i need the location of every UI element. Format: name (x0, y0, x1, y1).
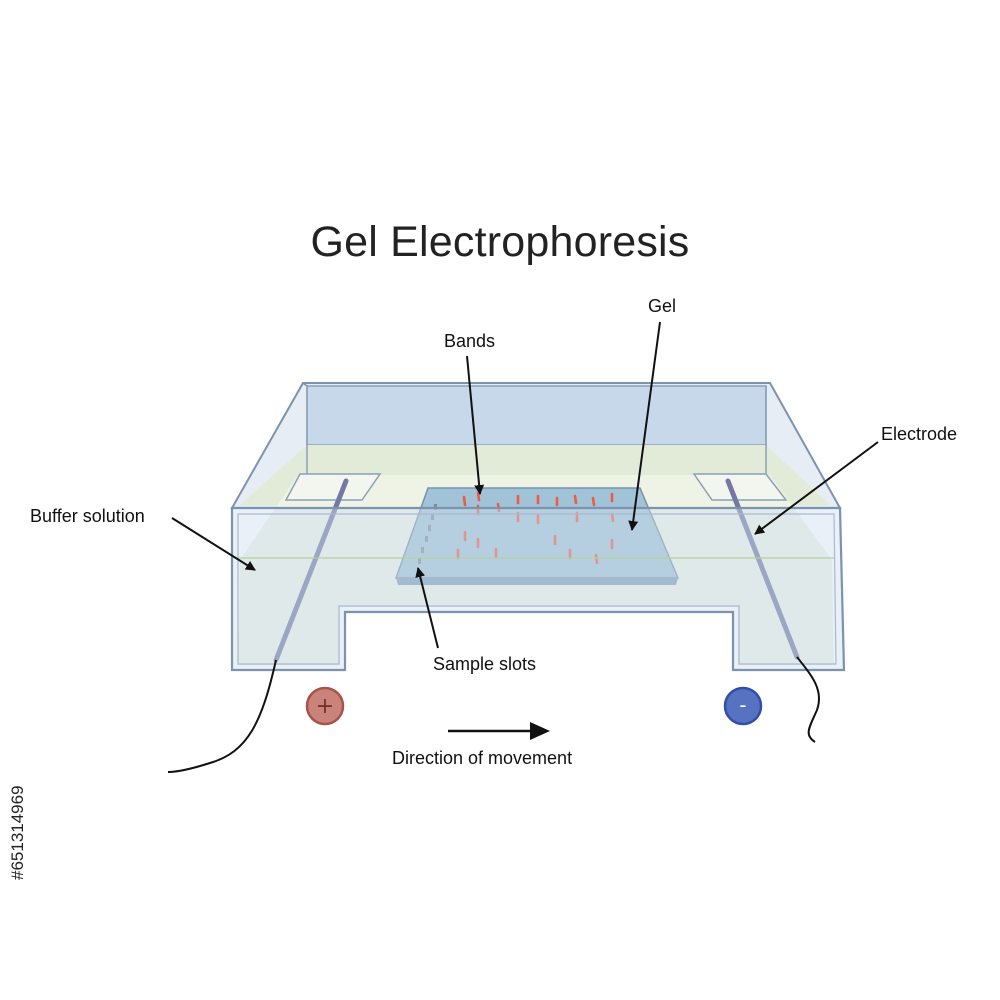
wires (167, 656, 820, 773)
buffer-solution-label: Buffer solution (30, 506, 145, 526)
direction-label: Direction of movement (392, 748, 573, 768)
tank-front-wall-inner (237, 513, 837, 665)
sample-slot (418, 558, 421, 564)
electrode-wells (284, 473, 788, 501)
band (594, 553, 599, 565)
band (476, 491, 481, 502)
bands-label: Bands (444, 331, 496, 351)
sample-slots-label: Sample slots (433, 654, 537, 674)
direction-arrow (448, 722, 550, 740)
sample-slot (421, 547, 424, 553)
dna-bands (456, 491, 615, 565)
negative-terminal-symbol: - (739, 693, 746, 717)
band (591, 496, 596, 507)
sample-slot (428, 525, 431, 531)
electrode-pointer (754, 441, 879, 535)
band (462, 495, 467, 507)
stock-id-watermark: #651314969 (8, 785, 27, 880)
band (610, 512, 615, 523)
positive-terminal: + (305, 686, 345, 726)
band (573, 494, 578, 505)
electrode-label: Electrode (881, 424, 958, 444)
bands-pointer (466, 355, 485, 495)
sample-slot (425, 536, 428, 542)
positive-electrode-rod (273, 478, 349, 663)
gel-label: Gel (648, 296, 677, 316)
sample-slots-pointer (415, 567, 439, 649)
gel-slab (394, 487, 680, 585)
tank-front-wall (230, 506, 846, 672)
buffer-solution-pointer (171, 517, 256, 571)
diagram-title: Gel Electrophoresis (310, 218, 690, 266)
callout-arrows (171, 321, 879, 649)
negative-wire (796, 656, 820, 743)
gel-pointer (628, 321, 661, 531)
negative-terminal: - (723, 686, 763, 726)
positive-wire (167, 659, 277, 773)
electrode-rods (273, 478, 800, 663)
positive-terminal-symbol: + (316, 694, 334, 719)
sample-slot (431, 514, 434, 520)
negative-electrode-rod (725, 478, 800, 660)
